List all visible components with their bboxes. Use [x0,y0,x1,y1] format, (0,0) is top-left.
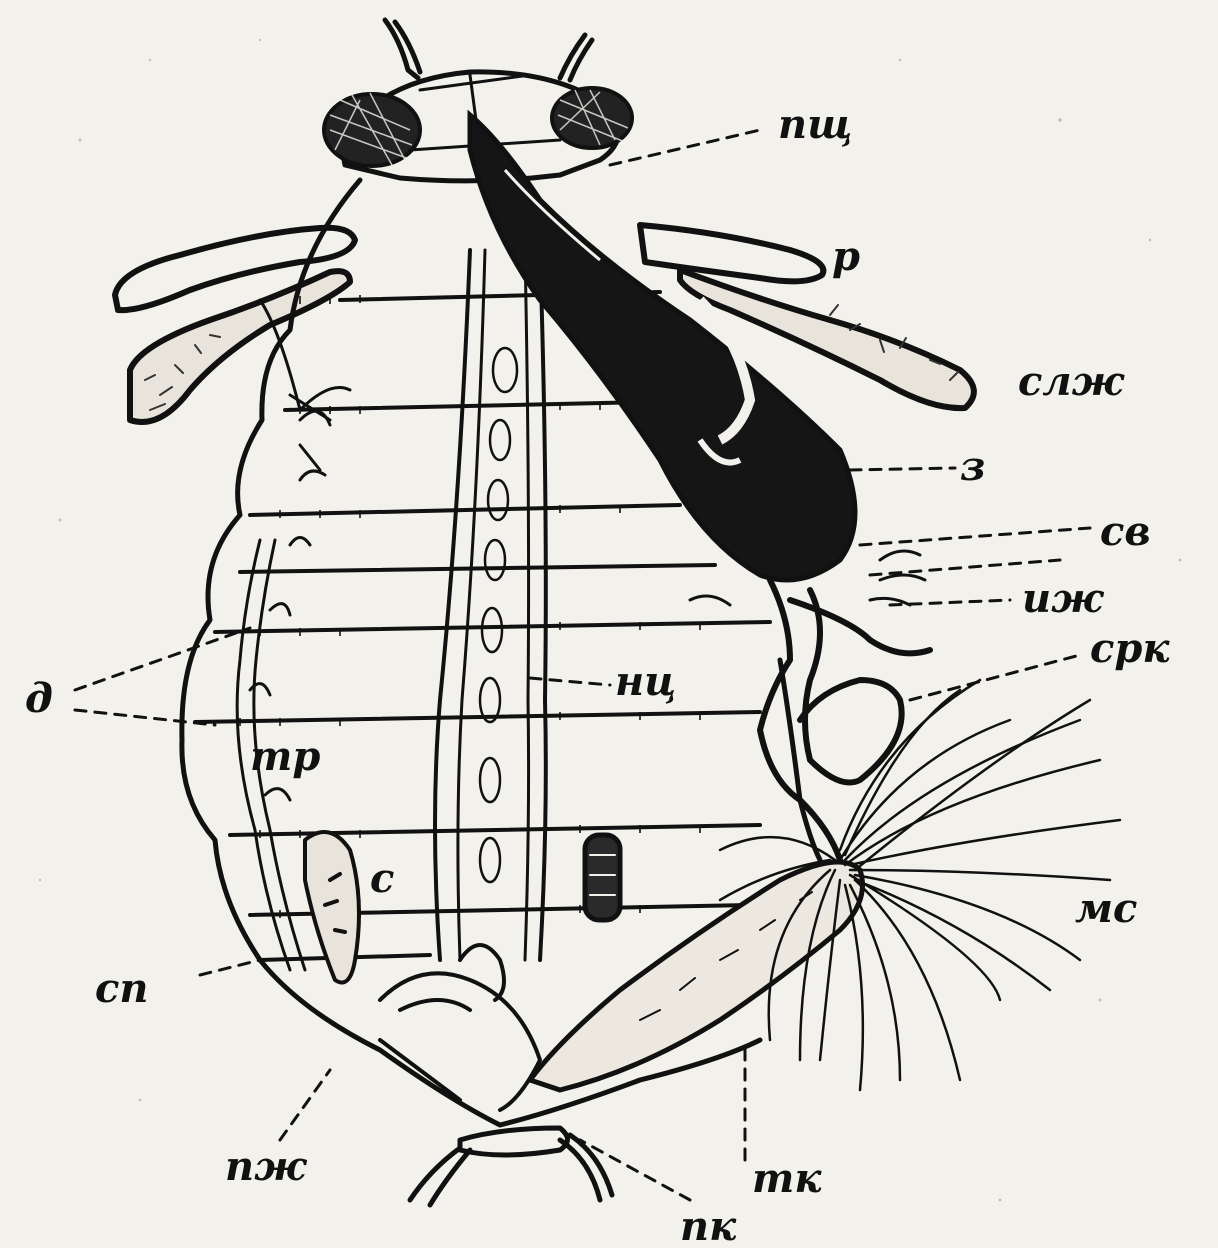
label-srk: срк [1090,625,1170,672]
label-nts: нц [615,658,676,705]
label-sv: св [1100,508,1151,555]
label-z: з [960,443,986,490]
label-tr: тр [250,733,320,780]
label-d: д [25,675,53,722]
label-sp: сп [95,965,148,1012]
label-pzh: пж [225,1143,307,1190]
gut-tract [760,580,930,860]
label-pshch: пщ [778,101,852,148]
label-slzh: слж [1018,358,1125,405]
nerve-chord [435,250,546,960]
label-izh: иж [1022,575,1104,622]
label-r: р [832,233,860,280]
label-pk: пк [680,1203,737,1248]
label-tk: тк [752,1155,822,1202]
label-s: с [370,855,394,902]
side-organ [585,835,620,920]
label-ms: мс [1075,885,1137,932]
genital-region [380,945,540,1110]
hindgut [530,862,863,1090]
